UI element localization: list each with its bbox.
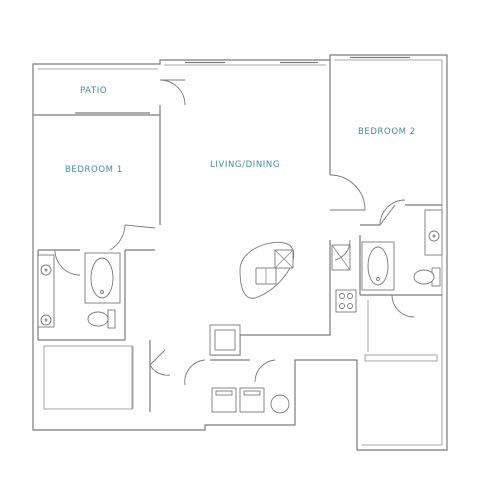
closet2-shelf (364, 354, 438, 362)
bath1-toilet-bowl (87, 311, 109, 327)
windows (75, 56, 410, 114)
dishwasher-x-2 (274, 249, 294, 269)
bedroom-1: BEDROOM 1 (38, 115, 161, 276)
bath1-tub-drain (100, 290, 104, 294)
patio-door-swing (159, 79, 186, 106)
outer-walls (32, 54, 448, 451)
outer-wall-outline (32, 54, 448, 451)
bath2-tub-basin (367, 246, 389, 286)
closet-1 (43, 340, 171, 412)
patio: PATIO (33, 79, 186, 116)
range-burner-2 (347, 293, 353, 299)
range-burner-4 (347, 303, 353, 309)
bedroom1-door-swing (109, 224, 156, 251)
range (335, 289, 357, 313)
bath2-toilet-bowl (413, 269, 435, 285)
room-label-bedroom-1: BEDROOM 1 (65, 165, 123, 175)
bedroom2-wall-bottom (360, 204, 442, 226)
closet1-door-swing (149, 349, 171, 376)
laundry (184, 359, 290, 414)
closet2-door-swing (391, 294, 415, 318)
water-heater (270, 394, 290, 414)
bath-1 (37, 250, 126, 341)
bath1-sink-2-drain (44, 318, 48, 322)
bedroom-2: BEDROOM 2 (329, 127, 442, 226)
bedroom2-bath-door-swing (379, 199, 406, 226)
room-label-bedroom-2: BEDROOM 2 (358, 127, 416, 137)
hall-closet-door-swing (254, 359, 276, 383)
bedroom2-door-swing (329, 174, 366, 211)
dryer-control (243, 390, 261, 396)
room-label-living-dining: LIVING/DINING (210, 160, 280, 170)
bath2-tub-drain (376, 277, 380, 281)
washer-control (215, 390, 233, 396)
closet1-shelf (43, 345, 133, 410)
kitchen-counter-inner (214, 329, 236, 351)
bedroom1-closet-door-swing (54, 249, 81, 276)
bath1-toilet-tank (107, 309, 116, 329)
laundry-door-swing (184, 359, 206, 386)
closet-2 (364, 294, 438, 362)
bath-2 (359, 209, 443, 296)
range-burner-3 (339, 303, 345, 309)
bath1-tub-basin (90, 257, 114, 299)
pantry-door-swing (334, 239, 351, 261)
bath1-sink-1-drain (44, 268, 48, 272)
room-label-patio: PATIO (80, 86, 107, 96)
bath2-sink-drain (432, 234, 436, 238)
range-burner-1 (339, 293, 345, 299)
living-dining: LIVING/DINING (209, 60, 357, 356)
